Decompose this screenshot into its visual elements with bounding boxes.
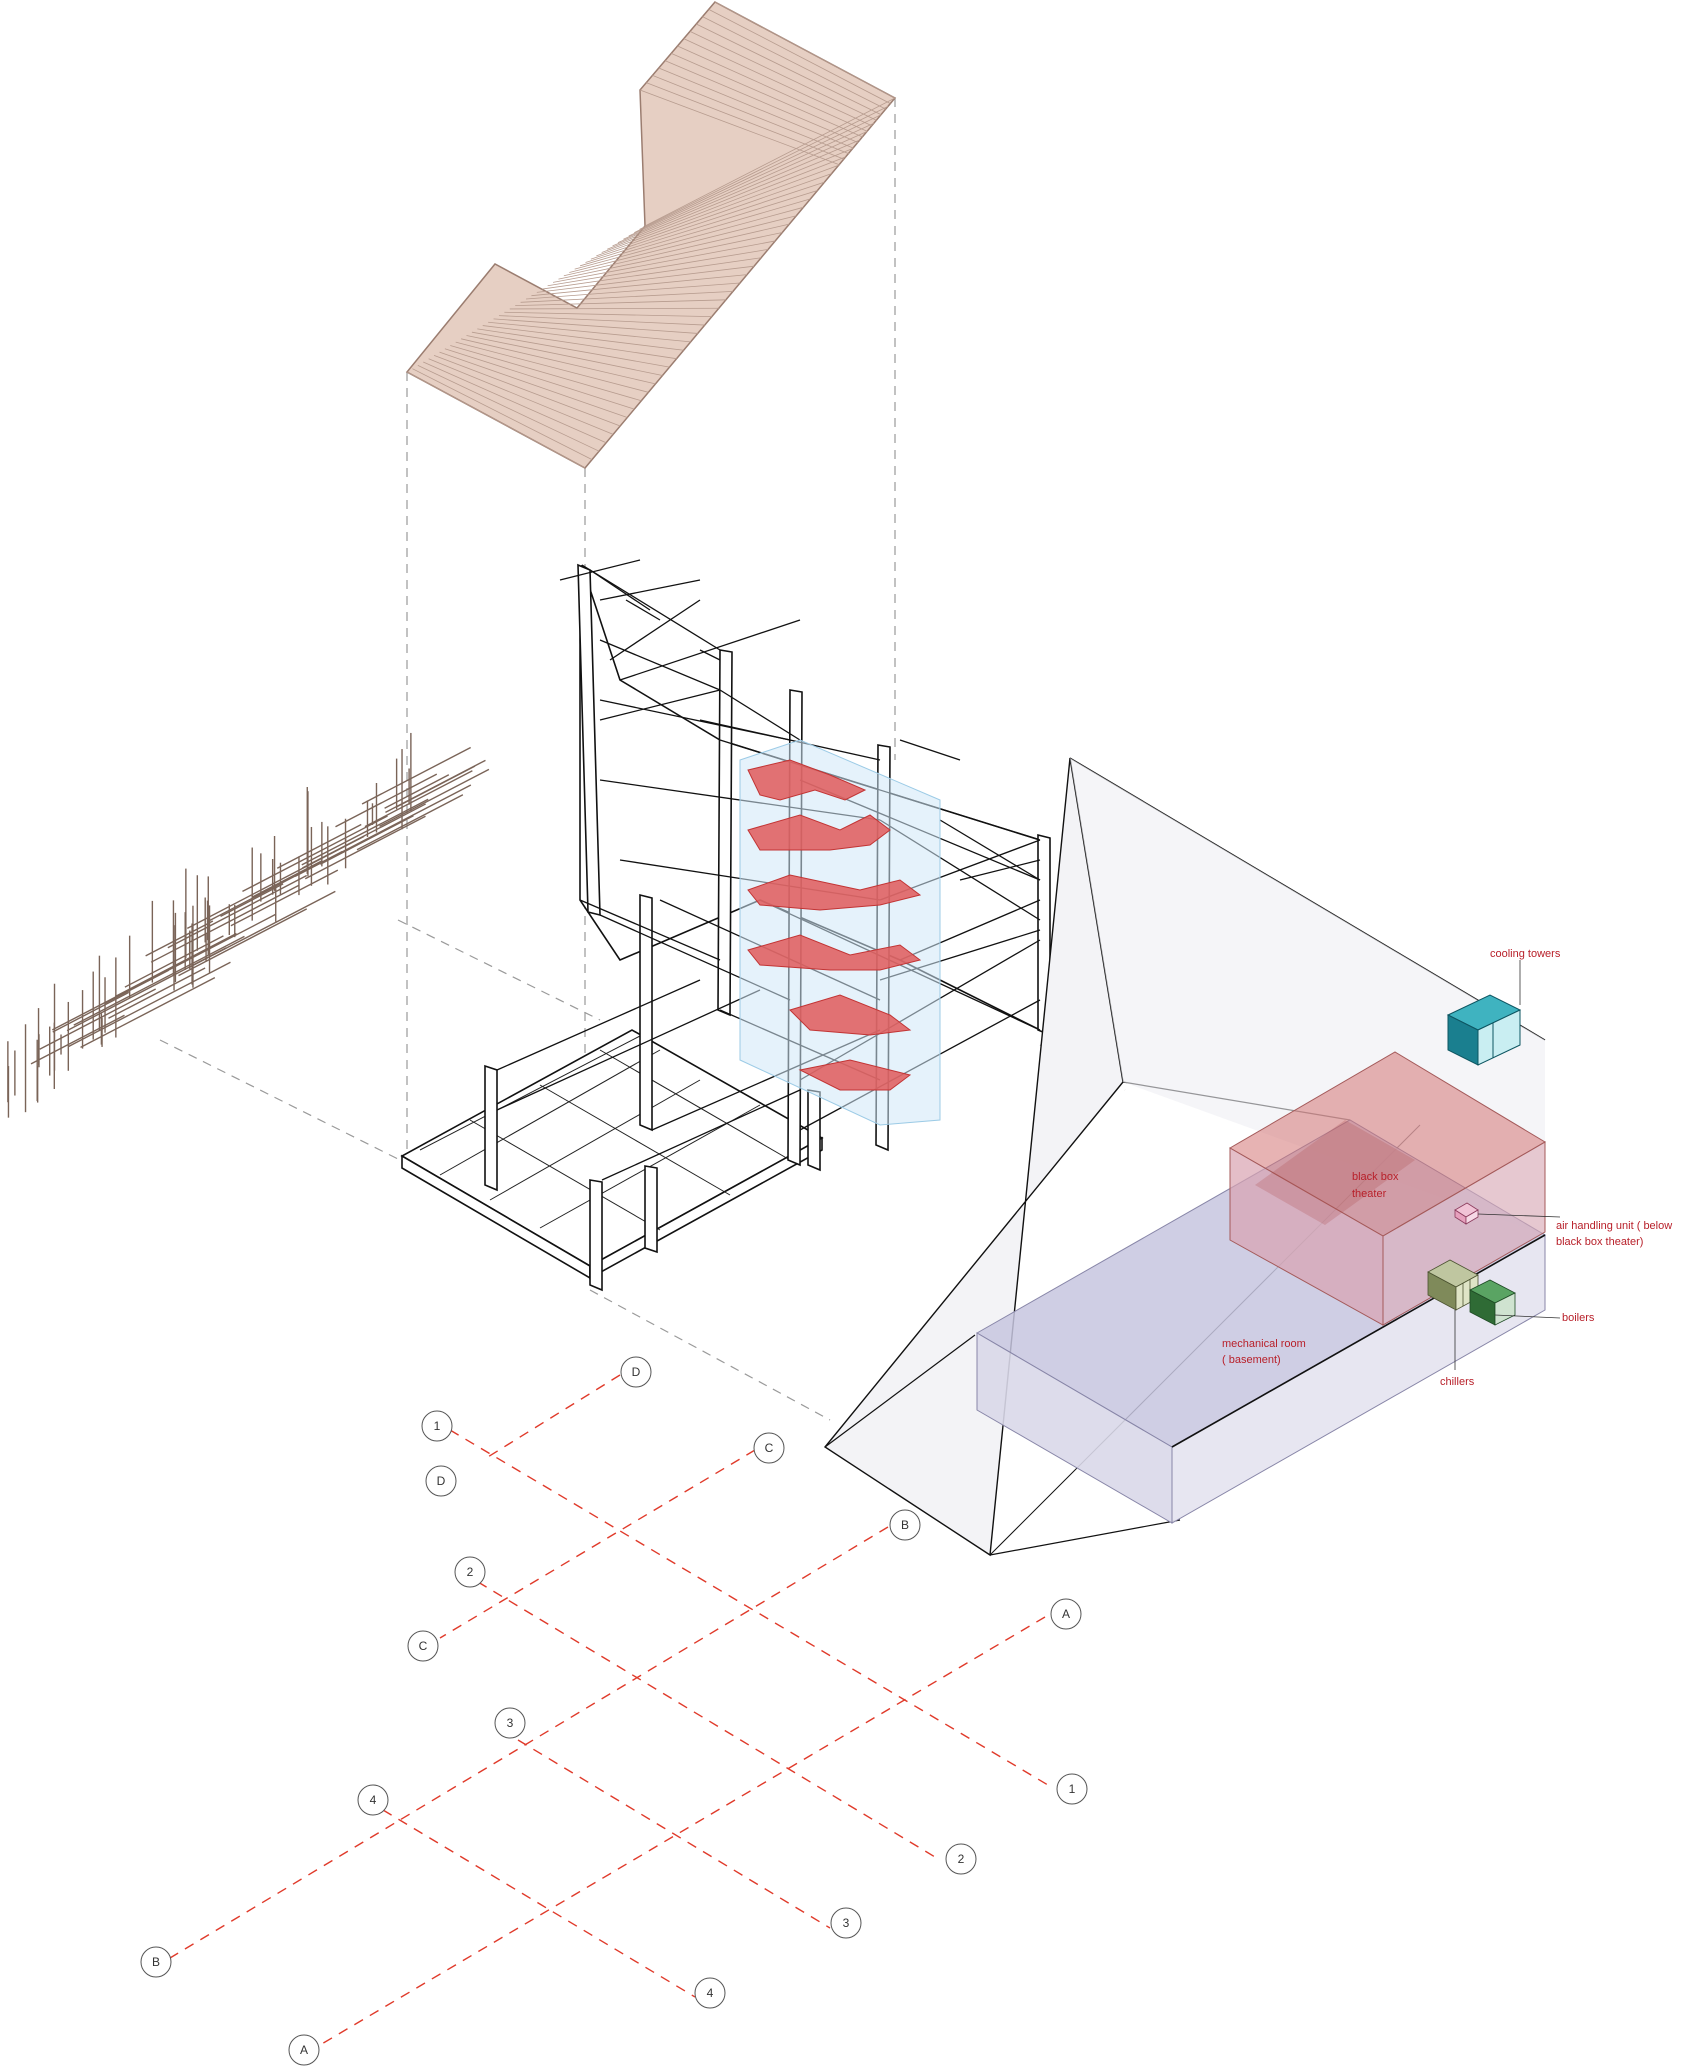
ahu-icon	[1454, 1202, 1561, 1225]
svg-text:A: A	[300, 2043, 308, 2057]
grid-bubble: B	[889, 1509, 921, 1541]
svg-text:D: D	[632, 1365, 641, 1379]
svg-text:C: C	[419, 1639, 428, 1653]
svg-text:3: 3	[843, 1916, 850, 1930]
grid-bubble: 1	[421, 1410, 453, 1442]
grid-bubble: D	[620, 1356, 652, 1388]
annotation-labels: cooling towers black box theater air han…	[1222, 948, 1672, 1388]
structural-frame	[400, 559, 1051, 1292]
black-box-volume	[1229, 1051, 1546, 1326]
cooling-tower-icon	[1446, 994, 1522, 1066]
grid-bubble: 2	[454, 1556, 486, 1588]
label-mech-2: ( basement)	[1222, 1354, 1281, 1366]
grid-bubbles: D 1 D C 2 C B 3 4 A 1 2 3 4 B A	[140, 1356, 1088, 2066]
svg-text:C: C	[765, 1441, 774, 1455]
grid-bubble: C	[753, 1432, 785, 1464]
grid-bubble: 2	[945, 1843, 977, 1875]
red-slabs	[747, 759, 922, 1091]
grid-bubble: 4	[694, 1977, 726, 2009]
svg-text:D: D	[437, 1474, 446, 1488]
structural-grid-lines	[169, 1374, 1054, 2046]
svg-text:1: 1	[434, 1419, 441, 1433]
grid-bubble: A	[1050, 1598, 1082, 1630]
svg-text:4: 4	[370, 1793, 377, 1807]
grid-bubble: C	[407, 1630, 439, 1662]
boiler-icon	[1469, 1279, 1561, 1326]
svg-text:B: B	[152, 1955, 160, 1969]
svg-text:3: 3	[507, 1716, 514, 1730]
grid-bubble: 3	[830, 1907, 862, 1939]
roof-panel	[405, 1, 897, 469]
facade-stick-pattern	[7, 732, 490, 1118]
svg-text:1: 1	[1069, 1782, 1076, 1796]
svg-text:2: 2	[958, 1852, 965, 1866]
label-ahu-2: black box theater)	[1556, 1236, 1643, 1248]
label-cooling-towers: cooling towers	[1490, 948, 1561, 960]
grid-bubble: 1	[1056, 1773, 1088, 1805]
label-boilers: boilers	[1562, 1312, 1595, 1324]
label-black-box-2: theater	[1352, 1188, 1387, 1200]
label-black-box-1: black box	[1352, 1171, 1399, 1183]
label-ahu-1: air handling unit ( below	[1556, 1220, 1672, 1232]
grid-bubble: B	[140, 1946, 172, 1978]
label-mech-1: mechanical room	[1222, 1338, 1306, 1350]
grid-bubble: D	[425, 1465, 457, 1497]
svg-text:B: B	[901, 1518, 909, 1532]
grid-bubble: 3	[494, 1707, 526, 1739]
label-chillers: chillers	[1440, 1376, 1475, 1388]
grid-bubble: 4	[357, 1784, 389, 1816]
grid-bubble: A	[288, 2034, 320, 2066]
svg-text:2: 2	[467, 1565, 474, 1579]
svg-text:4: 4	[707, 1986, 714, 2000]
svg-text:A: A	[1062, 1607, 1070, 1621]
